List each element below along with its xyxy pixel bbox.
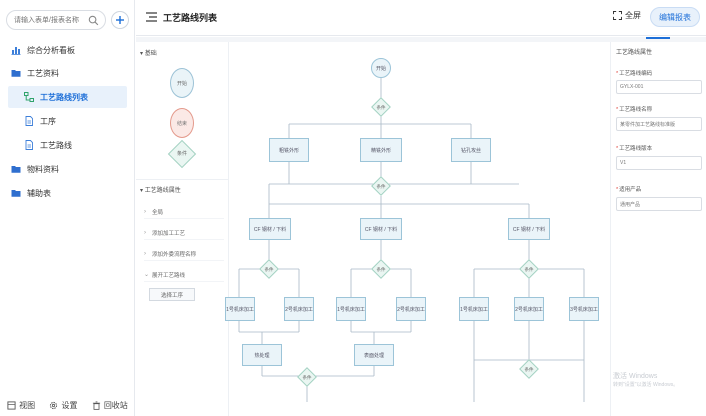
search-input[interactable] xyxy=(14,14,90,26)
flow-process-node[interactable]: 1号机床加工 xyxy=(225,297,255,321)
folder-icon xyxy=(11,188,21,198)
flow-process-node[interactable]: 2号机床加工 xyxy=(514,297,544,321)
route-name-field[interactable]: 某零件加工艺路线标准版 xyxy=(616,117,702,131)
sidebar-item-material-data[interactable]: 物料资料 xyxy=(0,158,134,180)
search-box[interactable] xyxy=(6,10,106,30)
view-button[interactable]: 视图 xyxy=(7,400,35,411)
select-operation-button[interactable]: 选择工序 xyxy=(149,288,195,301)
flow-condition-label: 条件 xyxy=(524,367,534,372)
plus-icon xyxy=(116,16,124,24)
sidebar-item-route[interactable]: 工艺路线 xyxy=(0,134,134,156)
sidebar-item-process-data[interactable]: 工艺资料 xyxy=(0,62,134,84)
report-designer: ▾ 基础 开始 结束 条件 ▾ 工艺路线属性 ›全局 ›添加加工工艺 ›添加外委… xyxy=(136,37,706,416)
field-label-product: *适用产品 xyxy=(616,187,642,193)
sidebar-item-route-list[interactable]: 工艺路线列表 xyxy=(8,86,127,108)
view-label: 视图 xyxy=(19,400,36,410)
document-icon xyxy=(24,140,34,150)
trash-icon xyxy=(92,400,100,410)
flow-condition-label: 条件 xyxy=(264,267,274,272)
sidebar-item-operation[interactable]: 工序 xyxy=(0,110,134,132)
chevron-down-icon: ⌄ xyxy=(144,272,150,278)
bar-chart-icon xyxy=(11,45,21,55)
view-icon xyxy=(7,400,16,410)
field-label-route-code: *工艺路线编码 xyxy=(616,71,653,77)
flow-process-node[interactable]: 精铣外形 xyxy=(360,138,402,162)
palette-row[interactable]: ›全局 xyxy=(144,205,224,219)
settings-button[interactable]: 设置 xyxy=(49,400,77,411)
flow-graph: 开始 条件 粗铣外形 精铣外形 钻孔攻丝 条件 CF 钢材 / 下料 CF 钢材… xyxy=(225,42,610,416)
search-icon[interactable] xyxy=(88,15,99,26)
sidebar-item-label: 工艺资料 xyxy=(27,68,59,78)
sidebar-item-label: 物料资料 xyxy=(27,164,59,174)
flow-process-node[interactable]: CF 钢材 / 下料 xyxy=(508,218,550,240)
windows-activation-watermark: 激活 Windows 转到"设置"以激活 Windows。 xyxy=(613,373,679,388)
properties-panel: 工艺路线属性 *工艺路线编码 GYLX-001 *工艺路线名称 某零件加工艺路线… xyxy=(610,42,706,416)
chevron-right-icon: › xyxy=(144,229,146,236)
field-label-route-version: *工艺路线版本 xyxy=(616,146,653,152)
flow-process-node[interactable]: CF 钢材 / 下料 xyxy=(249,218,291,240)
sidebar-bottom-bar: 视图 设置 回收站 xyxy=(0,394,135,416)
edit-report-button[interactable]: 编辑报表 xyxy=(650,7,700,27)
palette-head[interactable]: ▾ 基础 xyxy=(140,51,157,57)
palette-end-shape[interactable]: 结束 xyxy=(170,108,194,138)
fullscreen-icon xyxy=(613,11,622,20)
palette-row[interactable]: ⌄展开工艺路线 xyxy=(144,268,224,282)
designer-canvas: ▾ 基础 开始 结束 条件 ▾ 工艺路线属性 ›全局 ›添加加工工艺 ›添加外委… xyxy=(136,42,706,416)
flow-process-node[interactable]: 热处理 xyxy=(242,344,282,366)
palette-row[interactable]: ›添加加工工艺 xyxy=(144,226,224,240)
flow-process-node[interactable]: 粗铣外形 xyxy=(269,138,309,162)
sidebar-item-label: 工序 xyxy=(40,116,56,126)
document-icon xyxy=(24,116,34,126)
palette-row[interactable]: ›添加外委流程名称 xyxy=(144,247,224,261)
flow-process-node[interactable]: 表面处理 xyxy=(354,344,394,366)
flow-process-node[interactable]: 3号机床加工 xyxy=(569,297,599,321)
sidebar-item-label: 辅助表 xyxy=(27,188,51,198)
sidebar-item-label: 工艺路线列表 xyxy=(40,92,88,102)
product-select[interactable]: 通用产品 xyxy=(616,197,702,211)
palette-divider xyxy=(136,179,229,180)
sidebar-item-dashboard[interactable]: 综合分析看板 xyxy=(0,39,134,61)
flow-process-node[interactable]: 1号机床加工 xyxy=(459,297,489,321)
flow-condition-label: 条件 xyxy=(376,105,386,110)
flow-process-node[interactable]: 2号机床加工 xyxy=(396,297,426,321)
settings-label: 设置 xyxy=(61,400,78,410)
chevron-right-icon: › xyxy=(144,250,146,257)
chevron-right-icon: › xyxy=(144,208,146,215)
flow-icon xyxy=(24,92,34,102)
flow-condition-label: 条件 xyxy=(302,375,312,380)
sidebar-item-aux-table[interactable]: 辅助表 xyxy=(0,182,134,204)
palette-start-shape[interactable]: 开始 xyxy=(170,68,194,98)
page-title: 工艺路线列表 xyxy=(163,13,218,23)
palette-condition-label: 条件 xyxy=(176,151,187,157)
flow-process-node[interactable]: 1号机床加工 xyxy=(336,297,366,321)
top-header: 工艺路线列表 全屏 编辑报表 xyxy=(136,0,706,36)
tab-accent-bar xyxy=(646,37,670,39)
add-button[interactable] xyxy=(111,11,129,29)
folder-icon xyxy=(11,164,21,174)
properties-title: 工艺路线属性 xyxy=(616,50,653,56)
flow-condition-label: 条件 xyxy=(524,267,534,272)
folder-icon xyxy=(11,68,21,78)
recycle-bin-button[interactable]: 回收站 xyxy=(92,400,128,411)
fullscreen-button[interactable]: 全屏 xyxy=(613,10,641,21)
route-version-field[interactable]: V1 xyxy=(616,156,702,170)
gear-icon xyxy=(50,401,58,409)
flow-condition-label: 条件 xyxy=(376,184,386,189)
palette-group-head[interactable]: ▾ 工艺路线属性 xyxy=(140,188,181,194)
field-label-route-name: *工艺路线名称 xyxy=(616,107,653,113)
recycle-bin-label: 回收站 xyxy=(103,400,128,410)
flow-start-node[interactable]: 开始 xyxy=(371,58,391,78)
sidebar-item-label: 工艺路线 xyxy=(40,140,72,150)
sidebar: 综合分析看板 工艺资料 工艺路线列表 工序 工艺路线 物料资料 xyxy=(0,0,135,416)
flow-process-node[interactable]: 钻孔攻丝 xyxy=(451,138,491,162)
flow-condition-label: 条件 xyxy=(376,267,386,272)
flow-process-node[interactable]: 2号机床加工 xyxy=(284,297,314,321)
menu-icon[interactable] xyxy=(146,12,157,22)
route-code-field[interactable]: GYLX-001 xyxy=(616,80,702,94)
sidebar-item-label: 综合分析看板 xyxy=(27,45,75,55)
shape-palette: ▾ 基础 开始 结束 条件 ▾ 工艺路线属性 ›全局 ›添加加工工艺 ›添加外委… xyxy=(136,42,229,416)
fullscreen-label: 全屏 xyxy=(625,11,641,20)
flow-process-node[interactable]: CF 钢材 / 下料 xyxy=(360,218,402,240)
